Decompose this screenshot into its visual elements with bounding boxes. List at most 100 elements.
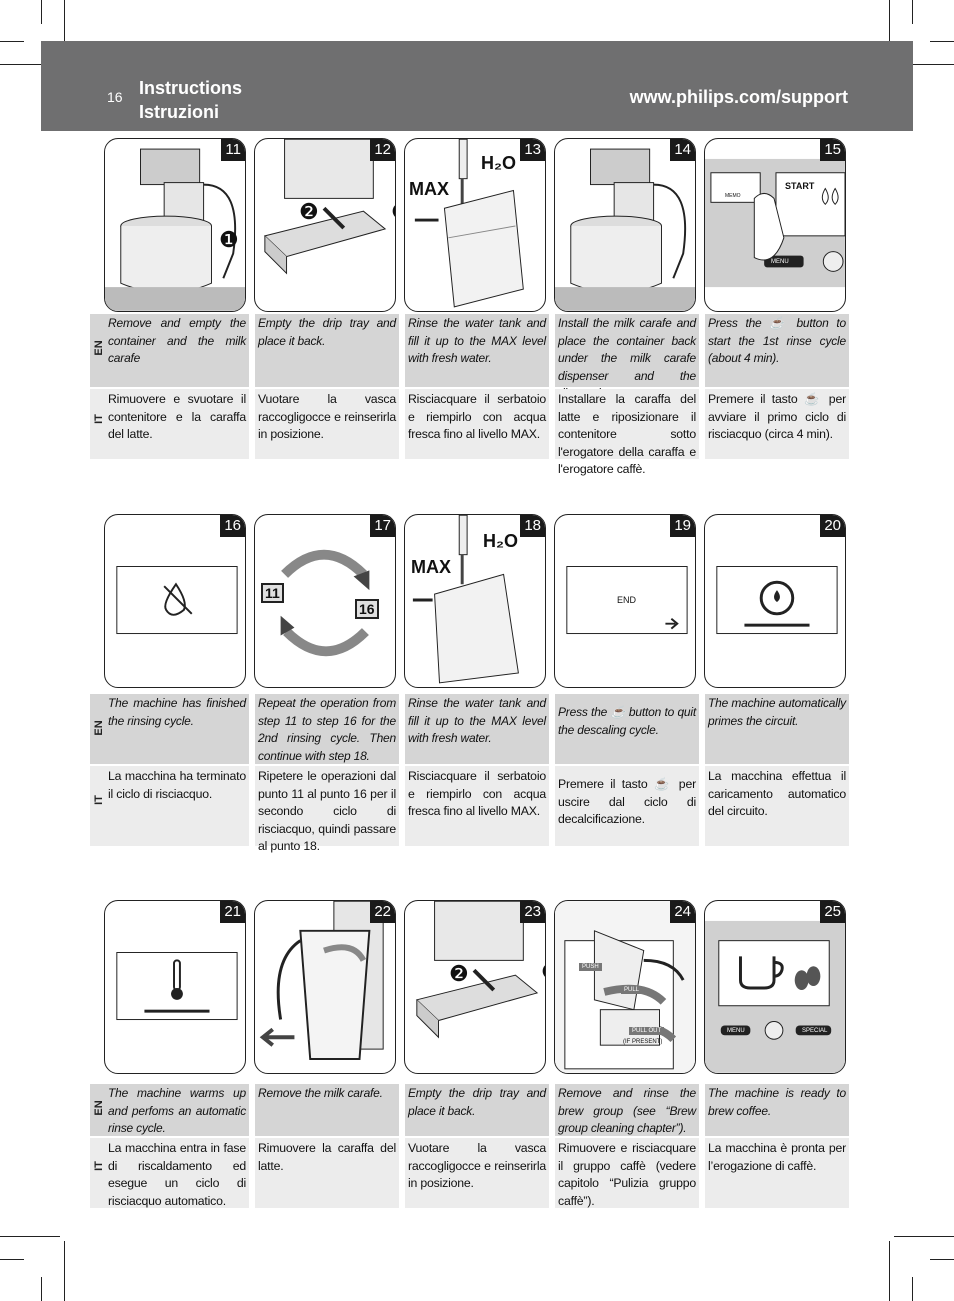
en-band: EN [90,314,109,387]
it-text: Rimuovere e risciacquare il gruppo caffè… [555,1138,699,1208]
step-number: 15 [820,139,845,161]
pull-label: PULL [621,986,643,994]
milk-container-icon [555,148,695,311]
step-11-illustration: ❶ 11 [104,138,246,312]
crop-mark [41,1277,42,1301]
lang-en: EN [93,1100,105,1116]
crop-mark [912,1277,913,1301]
it-text: La macchina ha terminato il ciclo di ris… [105,766,249,846]
page-header: 16 Instructions Istruzioni www.philips.c… [41,41,913,131]
it-text: La macchina entra in fase di riscaldamen… [105,1138,249,1208]
step-number: 13 [520,139,545,161]
crop-mark [889,1241,890,1301]
memo-label: MEMO [725,193,741,199]
it-text: Vuotare la vasca raccogligocce e reinser… [405,1138,549,1208]
crop-mark [912,0,913,24]
from-step: 11 [261,583,284,603]
it-band: IT [90,1138,109,1208]
en-band: EN [90,1084,109,1136]
lang-it: IT [93,795,105,805]
display-screen [566,566,688,635]
repeat-cycle-icon [280,549,370,657]
it-text: Rimuovere e svuotare il contenitore e la… [105,389,249,459]
crop-mark [894,1236,954,1237]
it-band: IT [90,766,109,846]
step-23-illustration: ❷ ❶ 23 [404,900,546,1074]
max-label: MAX [409,179,449,199]
lang-it: IT [93,1161,105,1171]
step-19-illustration: END 19 [554,514,696,688]
en-text: Remove and rinse the brew group (see “Br… [555,1084,699,1136]
step-number: 22 [370,901,395,923]
crop-mark [0,1259,24,1260]
crop-mark [894,64,954,65]
en-text: Remove the milk carafe. [255,1084,399,1136]
step-25-illustration: MENU SPECIAL 25 [704,900,846,1074]
en-text: Empty the drip tray and place it back. [405,1084,549,1136]
title-it: Istruzioni [139,102,219,122]
pull-out-label: PULL OUT [629,1027,665,1035]
marker-1: ❶ [541,959,545,985]
thermometer-icon [116,952,238,1021]
it-text: Risciacquare il serbatoio e riempirlo co… [405,389,549,459]
en-text: Remove and empty the container and the m… [105,314,249,387]
step-number: 23 [520,901,545,923]
crop-mark [41,0,42,24]
step-number: 20 [820,515,845,537]
step-13-illustration: MAX H₂O 13 [404,138,546,312]
step-12-illustration: ❷ ❶ 12 [254,138,396,312]
drip-tray-icon [263,139,387,275]
crop-mark [930,41,954,42]
step-number: 19 [670,515,695,537]
en-text: The machine automatically primes the cir… [705,694,849,764]
marker-1: ❶ [391,199,395,225]
control-panel-icon [705,158,845,288]
en-band: EN [90,694,109,764]
step-16-illustration: 16 [104,514,246,688]
water-tank-icon [412,515,519,684]
start-label: START [785,181,815,191]
priming-icon [716,566,838,635]
title-en: Instructions [139,78,243,98]
it-text: Risciacquare il serbatoio e riempirlo co… [405,766,549,846]
water-tank-icon [414,139,524,308]
it-text: Rimuovere la caraffa del latte. [255,1138,399,1208]
en-text: Empty the drip tray and place it back. [255,314,399,387]
it-text: Vuotare la vasca raccogligocce e reinser… [255,389,399,459]
step-number: 11 [221,139,245,161]
it-text: Premere il tasto ☕ per uscire dal ciclo … [555,766,699,846]
special-button: SPECIAL [802,1028,828,1034]
if-present-label: (IF PRESENT) [623,1039,663,1045]
lang-it: IT [93,414,105,424]
step-number: 14 [670,139,695,161]
step-20-illustration: 20 [704,514,846,688]
crop-mark [930,1259,954,1260]
support-url[interactable]: www.philips.com/support [629,87,848,107]
it-text: La macchina è pronta per l’erogazione di… [705,1138,849,1208]
to-step: 16 [355,599,379,619]
remove-carafe-icon [259,901,384,1060]
max-label: MAX [411,557,451,577]
step-14-illustration: 14 [554,138,696,312]
step-21-illustration: 21 [104,900,246,1074]
crop-mark [64,0,65,60]
ready-display-icon [705,920,845,1073]
it-text: Installare la caraffa del latte e riposi… [555,389,699,476]
it-text: Ripetere le operazioni dal punto 11 al p… [255,766,399,853]
no-water-icon [116,566,238,635]
step-18-illustration: MAX H₂O 18 [404,514,546,688]
step-24-illustration: PUSH PULL PULL OUT (IF PRESENT) 24 [554,900,696,1074]
step-number: 24 [670,901,695,923]
step-number: 18 [520,515,545,537]
step-15-illustration: START MEMO MENU 15 [704,138,846,312]
menu-button: MENU [727,1028,745,1034]
milk-container-icon [105,148,245,311]
crop-mark [0,1236,60,1237]
en-text: Rinse the water tank and fill it up to t… [405,694,549,764]
crop-mark [0,41,24,42]
crop-mark [64,1241,65,1301]
it-band: IT [90,389,109,459]
drip-tray-icon [415,901,539,1039]
lang-en: EN [93,340,105,356]
marker-2: ❷ [449,961,469,986]
